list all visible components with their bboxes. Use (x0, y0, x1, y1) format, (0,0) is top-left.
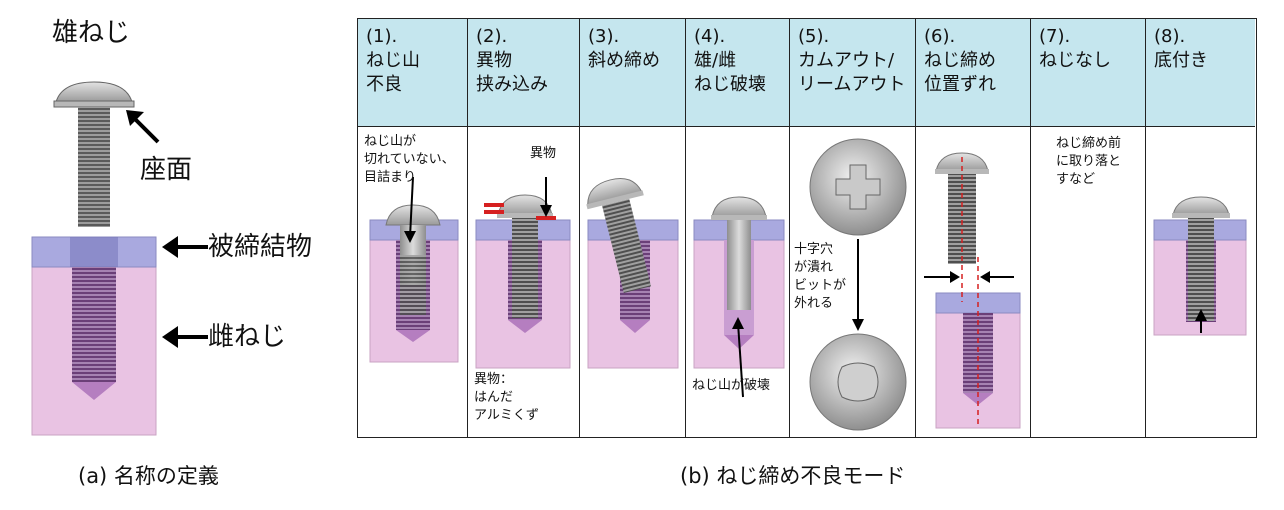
callout-2: 異物 (530, 146, 557, 161)
mode-8-drawing (1153, 196, 1247, 336)
label-seat: 座面 (140, 155, 193, 185)
mode-1-drawing (369, 176, 459, 363)
caption-a: (a) 名称の定義 (78, 464, 219, 488)
col-header-8: (8).底付き (1146, 19, 1255, 127)
failure-modes-table: (1).ねじ山不良 (2).異物挟み込み (3).斜め締め (4).雄/雌ねじ破… (357, 18, 1257, 438)
label-male-screw: 雄ねじ (52, 18, 131, 48)
definition-diagram (31, 81, 157, 436)
note-7: ねじ締め前に取り落とすなど (1056, 136, 1122, 187)
col-header-5: (5).カムアウト/リームアウト (790, 19, 916, 127)
col-body-5 (790, 127, 916, 437)
fastened-arrow (162, 236, 208, 258)
label-fastened: 被締結物 (208, 232, 313, 262)
col-body-7 (1031, 127, 1146, 437)
mode-2-drawing (475, 177, 571, 369)
col-body-4 (686, 127, 790, 437)
col-body-3 (580, 127, 686, 437)
mode-3-drawing (586, 178, 679, 369)
caption-b: (b) ねじ締め不良モード (680, 464, 906, 488)
female-arrow (162, 326, 208, 348)
label-female-screw: 雌ねじ (208, 322, 287, 352)
col-header-6: (6).ねじ締め位置ずれ (916, 19, 1031, 127)
mode-5-drawing (809, 138, 907, 431)
note-2: 異物：はんだアルミくず (474, 372, 539, 423)
note-5: 十字穴が潰れビットが外れる (794, 242, 847, 311)
col-body-2 (468, 127, 580, 437)
note-1: ねじ山が切れていない、目詰まり (364, 134, 455, 185)
mode-4-drawing (693, 196, 785, 398)
col-header-7: (7).ねじなし (1031, 19, 1146, 127)
col-header-4: (4).雄/雌ねじ破壊 (686, 19, 790, 127)
col-header-2: (2).異物挟み込み (468, 19, 580, 127)
col-header-3: (3).斜め締め (580, 19, 686, 127)
mode-6-drawing (924, 152, 1021, 429)
col-body-6 (916, 127, 1031, 437)
col-header-1: (1).ねじ山不良 (358, 19, 468, 127)
seat-arrow (126, 110, 160, 144)
note-4: ねじ山が破壊 (692, 378, 771, 393)
failure-mode-drawings (369, 138, 1247, 431)
col-body-1 (358, 127, 468, 437)
